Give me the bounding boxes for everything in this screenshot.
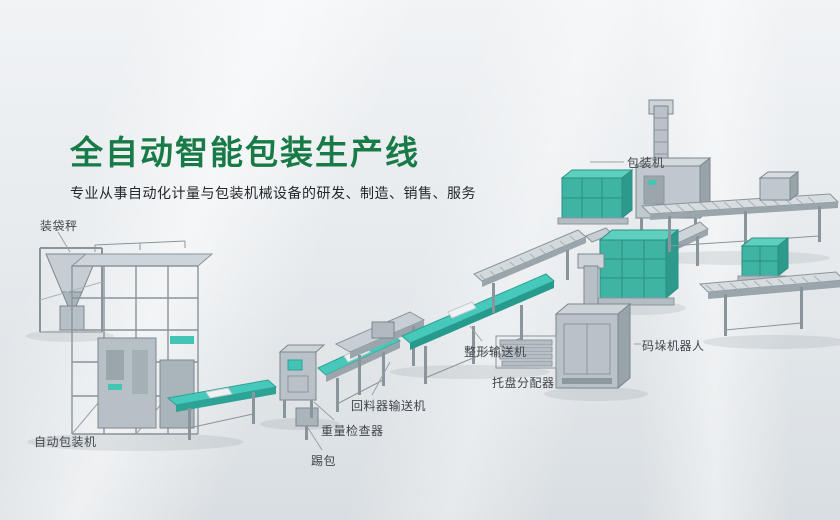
upper-roller-conveyor (473, 227, 613, 313)
label-pallet-dispenser: 托盘分配器 (492, 376, 555, 390)
label-palletizing-robot: 码垛机器人 (642, 339, 705, 353)
label-kick-bag: 踢包 (311, 454, 337, 468)
infeed-conveyor (166, 379, 278, 440)
roller-conveyor-upper-right (640, 171, 840, 252)
label-leader-lines (57, 161, 641, 451)
label-auto-packing-machine: 自动包装机 (34, 435, 97, 449)
page-subtitle: 专业从事自动化计量与包装机械设备的研发、制造、销售、服务 (70, 185, 476, 201)
page-title: 全自动智能包装生产线 (70, 134, 420, 171)
pallet-load-upper (557, 168, 634, 225)
roller-conveyor-lower-right (698, 236, 840, 336)
pallet-load-main (595, 228, 680, 306)
palletizing-robot (554, 253, 632, 390)
label-return-conveyor: 回料器输送机 (351, 399, 427, 413)
label-packing-machine: 包装机 (627, 156, 665, 170)
label-bagging-scale: 装袋秤 (40, 219, 78, 233)
kick-bag-device (295, 407, 319, 440)
label-weight-checker: 重量检查器 (321, 424, 384, 438)
label-shaping-conveyor: 整形输送机 (464, 345, 527, 359)
weight-checker-machine (278, 344, 326, 418)
pallet-dispenser (495, 335, 557, 369)
return-feeder-conveyor (334, 311, 426, 395)
